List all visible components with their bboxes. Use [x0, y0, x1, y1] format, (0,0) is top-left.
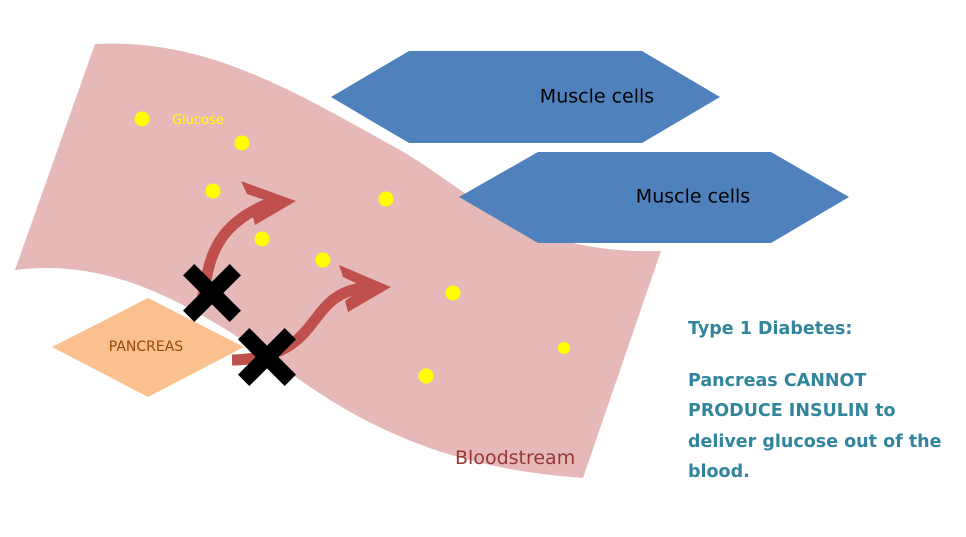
glucose-dot	[558, 342, 570, 354]
glucose-dot	[234, 135, 250, 151]
bloodstream-label: Bloodstream	[455, 447, 575, 469]
glucose-dot	[445, 285, 461, 301]
glucose-dot	[378, 191, 394, 207]
glucose-dot	[254, 231, 270, 247]
glucose-dot	[315, 252, 331, 268]
bloodstream-shape	[15, 43, 661, 478]
glucose-dot	[205, 183, 221, 199]
glucose-dots	[134, 111, 570, 384]
glucose-dot	[418, 368, 434, 384]
pancreas-shape	[52, 298, 244, 397]
muscle-cells-top	[331, 51, 720, 143]
caption-title: Type 1 Diabetes:	[688, 319, 853, 339]
glucose-label: Glucose	[172, 113, 224, 128]
muscle-cells-top-label: Muscle cells	[540, 86, 654, 108]
blocked-x-icon	[183, 264, 241, 322]
pancreas-label: PANCREAS	[109, 339, 184, 355]
muscle-cells-bottom	[459, 152, 849, 243]
caption: Type 1 Diabetes: Pancreas CANNOT PRODUCE…	[688, 314, 958, 488]
glucose-dot	[134, 111, 150, 127]
caption-body: Pancreas CANNOT PRODUCE INSULIN to deliv…	[688, 370, 942, 483]
muscle-cells-bottom-label: Muscle cells	[636, 186, 750, 208]
blocked-x-icon	[238, 328, 296, 386]
